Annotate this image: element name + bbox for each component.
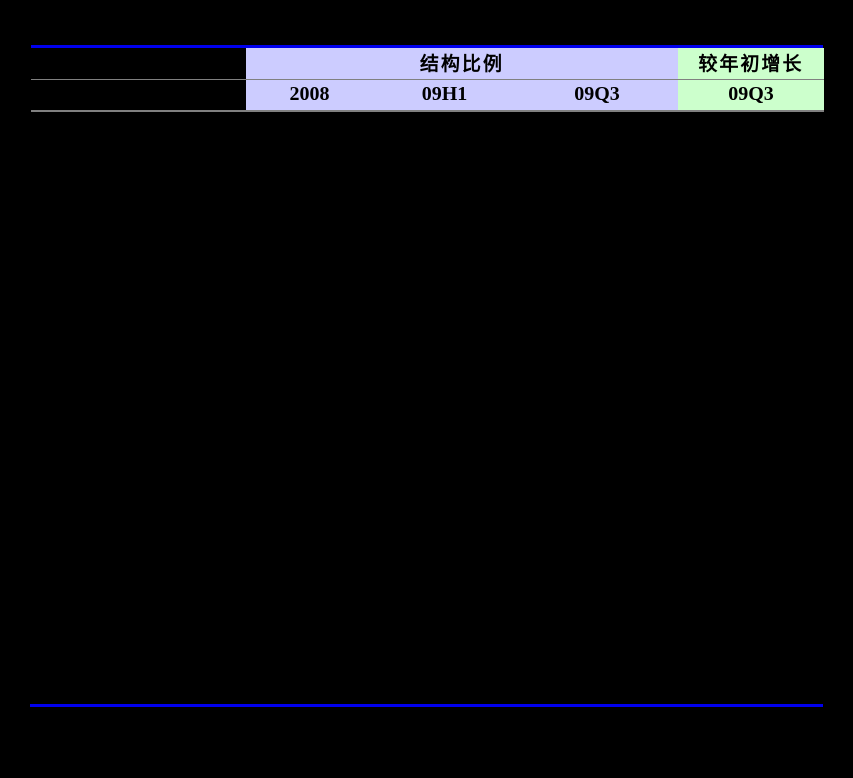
ytd-growth-group-header-label: 较年初增长 xyxy=(698,53,804,75)
row-label-header-cell xyxy=(31,48,246,79)
column-header-09h1-cell: 09H1 xyxy=(373,80,516,110)
structure-ratio-group-header-cell: 结构比例 xyxy=(246,48,678,79)
column-header-09q3-label: 09Q3 xyxy=(574,83,620,105)
column-header-09h1-label: 09H1 xyxy=(421,83,468,105)
bottom-rule xyxy=(30,704,823,707)
column-header-2008-cell: 2008 xyxy=(246,80,373,110)
ytd-growth-group-header-cell: 较年初增长 xyxy=(678,48,824,79)
column-header-09q3-growth-cell: 09Q3 xyxy=(678,80,824,110)
row-label-subheader-cell xyxy=(31,80,246,110)
top-rule xyxy=(31,45,823,48)
column-header-2008-label: 2008 xyxy=(289,83,330,105)
table-header: 结构比例 较年初增长 2008 09H1 09Q3 09Q3 xyxy=(31,48,824,112)
table-column-header-row: 2008 09H1 09Q3 09Q3 xyxy=(31,80,824,110)
structure-ratio-group-header-label: 结构比例 xyxy=(419,53,504,75)
table-group-header-row: 结构比例 较年初增长 xyxy=(31,48,824,80)
column-header-09q3-cell: 09Q3 xyxy=(516,80,678,110)
column-header-09q3-growth-label: 09Q3 xyxy=(728,83,774,105)
